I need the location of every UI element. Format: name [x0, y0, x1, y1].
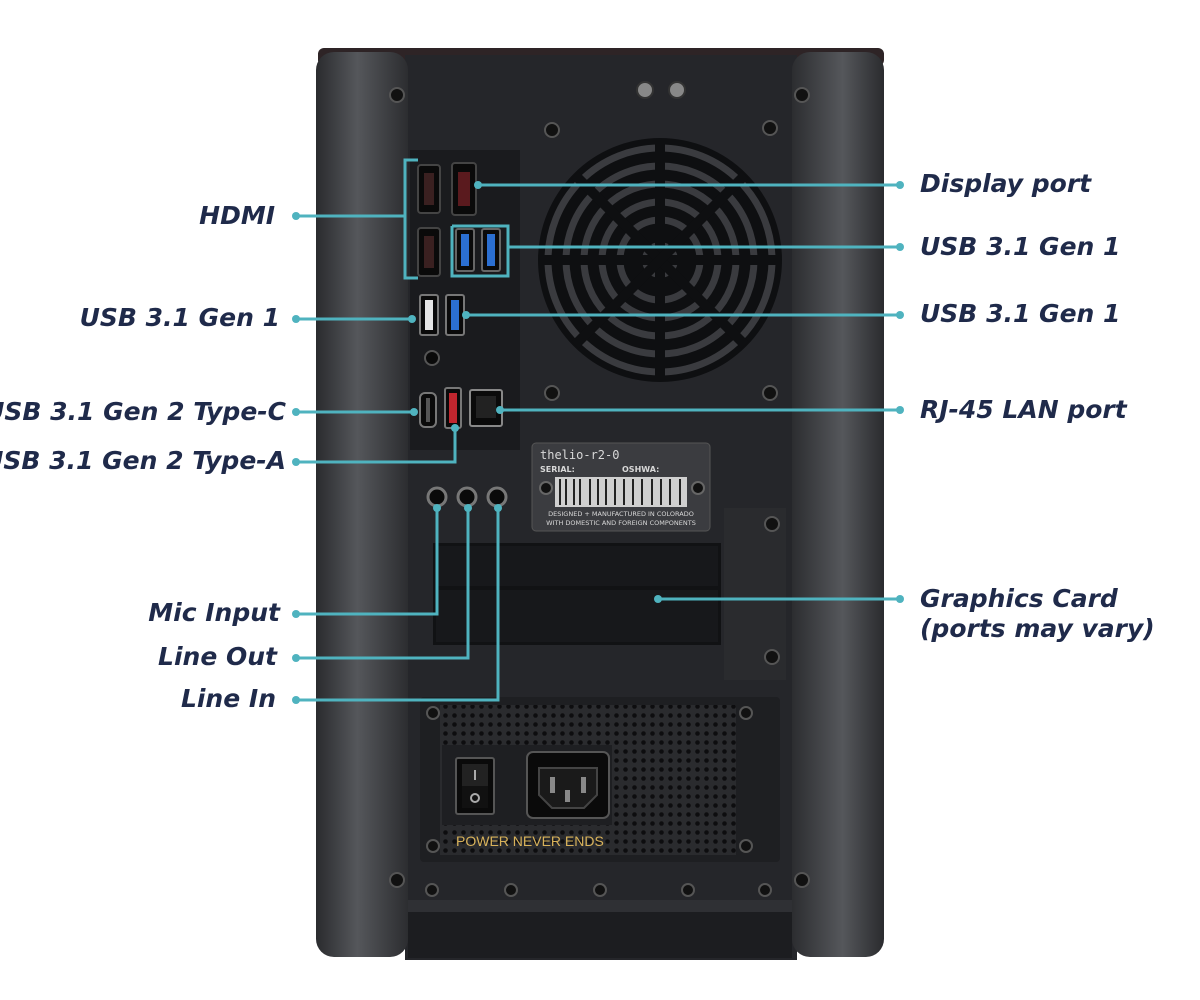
usb-port-icon [419, 387, 462, 429]
leader-dots [292, 181, 904, 704]
audio-jack-icon [426, 486, 508, 508]
leader-hdmi-bracket [403, 158, 418, 280]
ethernet-port-icon [469, 389, 503, 427]
label-line-out: Line Out [158, 642, 277, 671]
label-usb-right: USB 3.1 Gen 1 [920, 299, 1121, 328]
device-plate: thelio-r2-0 SERIAL: OSHWA: DESIGNED + MA… [531, 442, 711, 532]
leader-lines [296, 158, 900, 702]
power-supply: POWER NEVER ENDS [420, 697, 780, 862]
case-left-pillar [316, 52, 408, 957]
usb-port-icon [455, 228, 501, 272]
hdmi-port-icon [417, 164, 441, 277]
label-graphics-card: Graphics Card (ports may vary) [920, 584, 1155, 644]
leader-line-out [296, 508, 470, 660]
leader-type-a [296, 428, 457, 464]
leader-usb-top-right-bracket [450, 226, 510, 278]
leader-usb-top-right [452, 224, 900, 249]
ac-inlet-icon [526, 751, 610, 819]
label-mic-input: Mic Input [148, 598, 280, 627]
label-usb-top-right: USB 3.1 Gen 1 [920, 232, 1121, 261]
fan-grille-icon [538, 138, 782, 382]
case-right-pillar [792, 52, 884, 957]
plate-line-2: WITH DOMESTIC AND FOREIGN COMPONENTS [546, 519, 696, 527]
case-base-lip [408, 900, 792, 912]
label-rj45: RJ-45 LAN port [920, 395, 1127, 424]
usb-port-icon [419, 294, 465, 336]
top-bolts [636, 81, 686, 99]
label-usb-type-a: USB 3.1 Gen 2 Type-A [0, 446, 286, 475]
displayport-port-icon [451, 162, 477, 216]
label-line-in: Line In [180, 684, 276, 713]
label-display-port: Display port [920, 169, 1092, 198]
plate-line-1: DESIGNED + MANUFACTURED IN COLORADO [548, 510, 694, 518]
label-hdmi: HDMI [199, 201, 275, 230]
psu-badge: POWER NEVER ENDS [456, 833, 604, 849]
graphics-card-bracket [433, 508, 786, 680]
plate-serial-label: SERIAL: [540, 465, 575, 474]
clear-cmos-button [424, 350, 440, 366]
plate-model: thelio-r2-0 [540, 448, 619, 462]
leader-line-in [296, 508, 500, 702]
label-usb-left: USB 3.1 Gen 1 [79, 303, 280, 332]
leader-mic [296, 508, 439, 616]
label-graphics-card-note: (ports may vary) [920, 614, 1155, 643]
label-usb-type-c: USB 3.1 Gen 2 Type-C [0, 397, 286, 426]
screw-icon [389, 87, 810, 897]
power-switch-icon [455, 757, 495, 815]
plate-oshwa-label: OSHWA: [622, 465, 659, 474]
label-graphics-card-title: Graphics Card [920, 584, 1118, 613]
